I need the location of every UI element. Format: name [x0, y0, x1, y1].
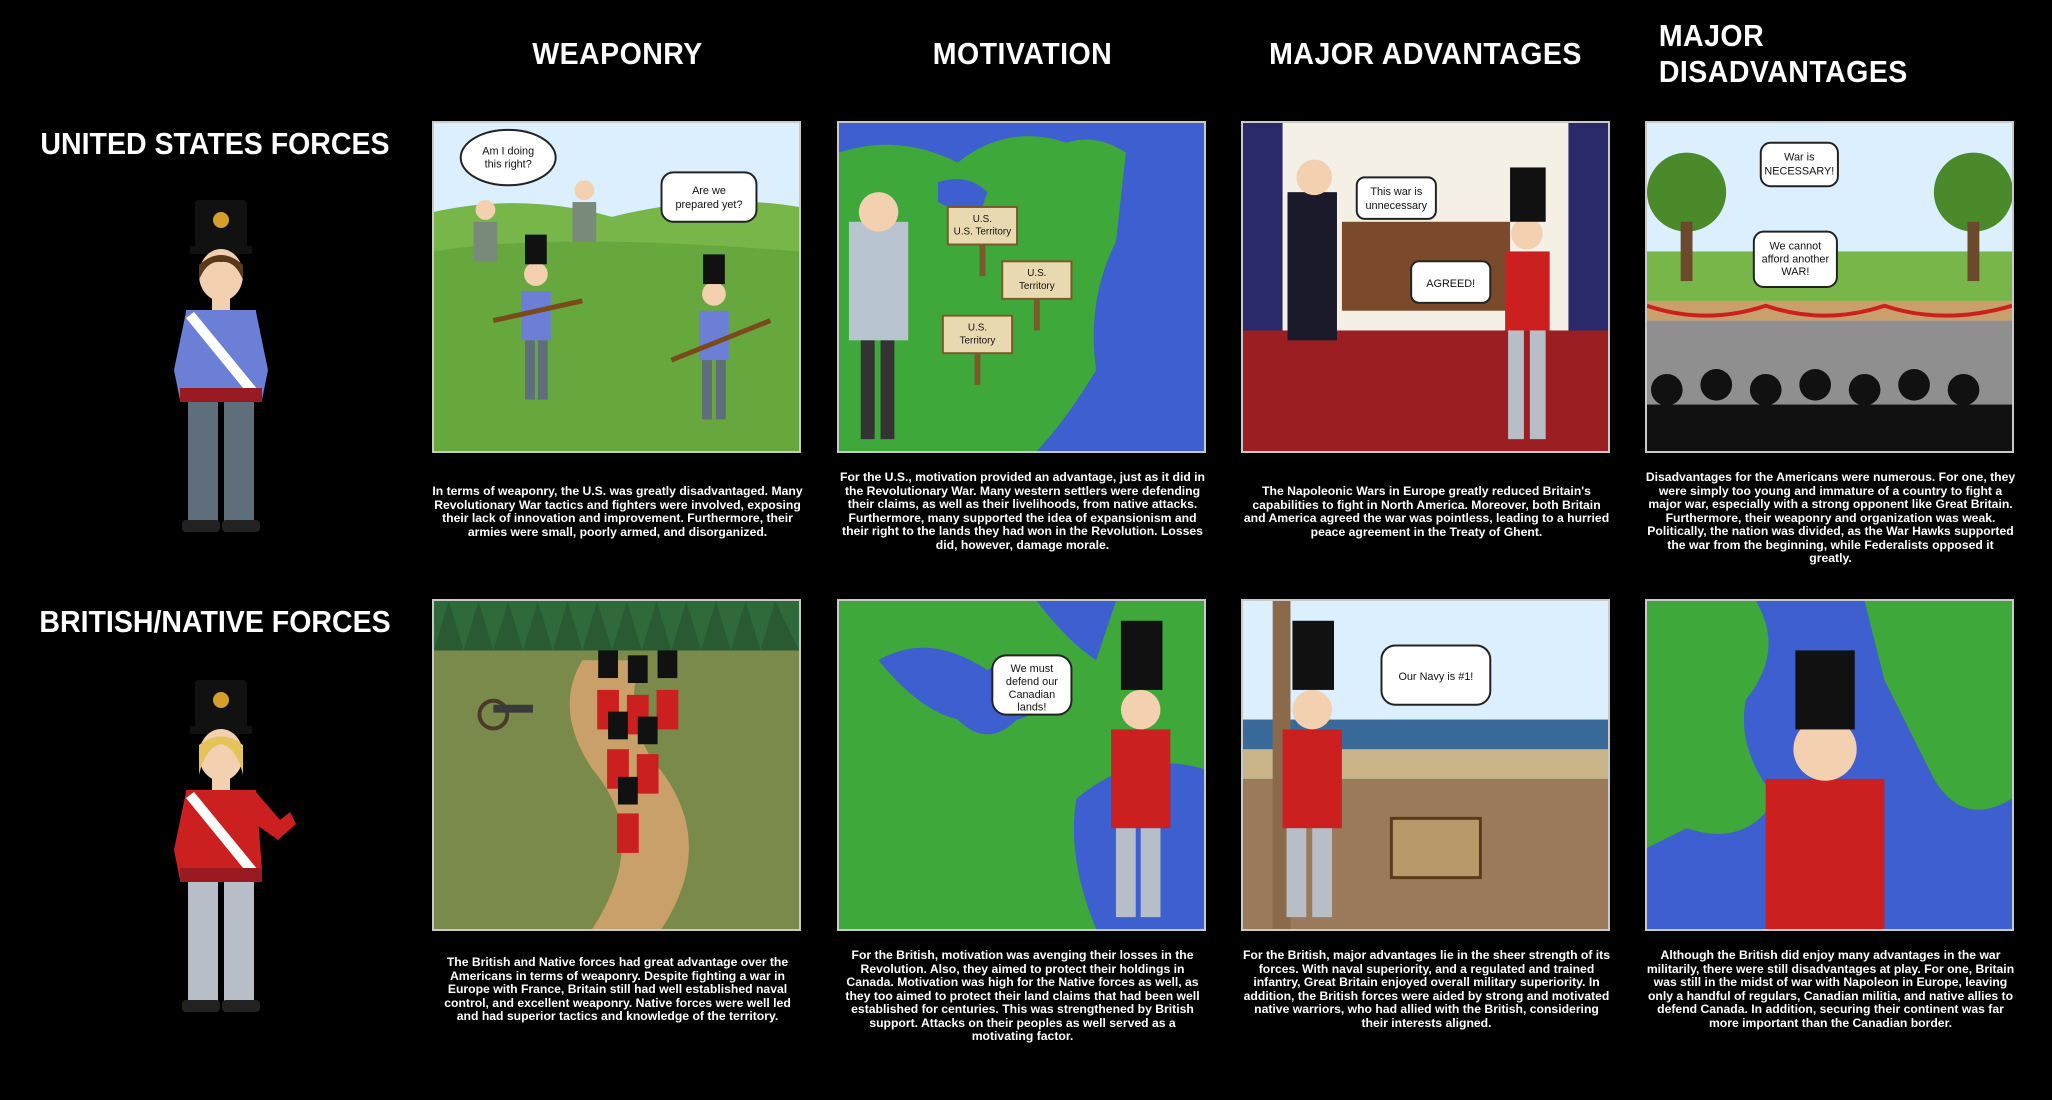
svg-text:War is: War is — [1784, 152, 1815, 164]
column-header-motivation: MOTIVATION — [932, 36, 1113, 71]
svg-text:U.S.: U.S. — [973, 214, 992, 225]
svg-text:prepared yet?: prepared yet? — [675, 199, 742, 211]
description-br-motivation: For the British, motivation was avenging… — [845, 948, 1200, 1043]
panel-br-disadvantages — [1645, 599, 2014, 931]
svg-text:Our Navy is #1!: Our Navy is #1! — [1398, 671, 1473, 683]
description-br-advantages: For the British, major advantages lie in… — [1242, 948, 1611, 1030]
panel-us-advantages: This war is unnecessary AGREED! — [1241, 121, 1610, 453]
description-us-disadvantages: Disadvantages for the Americans were num… — [1645, 470, 2016, 565]
description-us-advantages: The Napoleonic Wars in Europe greatly re… — [1243, 484, 1610, 539]
british-soldier-character — [150, 680, 300, 1030]
description-us-motivation: For the U.S., motivation provided an adv… — [840, 470, 1205, 552]
column-header-advantages: MAJOR ADVANTAGES — [1269, 36, 1582, 71]
svg-text:AGREED!: AGREED! — [1426, 278, 1475, 290]
svg-text:NECESSARY!: NECESSARY! — [1764, 165, 1834, 177]
svg-text:lands!: lands! — [1017, 702, 1046, 714]
column-header-disadvantages: MAJOR DISADVANTAGES — [1658, 18, 1908, 89]
description-br-disadvantages: Although the British did enjoy many adva… — [1646, 948, 2015, 1030]
row-header-us: UNITED STATES FORCES — [40, 126, 390, 161]
column-header-weaponry: WEAPONRY — [532, 36, 703, 71]
svg-text:Canadian: Canadian — [1009, 689, 1056, 701]
description-us-weaponry: In terms of weaponry, the U.S. was great… — [432, 484, 803, 539]
panel-br-advantages: Our Navy is #1! — [1241, 599, 1610, 931]
svg-text:This war is: This war is — [1370, 186, 1422, 198]
svg-text:We must: We must — [1011, 663, 1054, 675]
svg-text:U.S. Territory: U.S. Territory — [954, 227, 1012, 238]
panel-us-weaponry: Am I doing this right? Are we prepared y… — [432, 121, 801, 453]
bubble-text: Am I doing — [482, 146, 534, 158]
svg-text:U.S.: U.S. — [1027, 268, 1046, 279]
svg-text:Territory: Territory — [960, 335, 996, 346]
svg-text:unnecessary: unnecessary — [1366, 200, 1428, 212]
svg-text:WAR!: WAR! — [1781, 266, 1809, 278]
svg-text:defend our: defend our — [1006, 676, 1058, 688]
row-header-british: BRITISH/NATIVE FORCES — [39, 604, 391, 639]
svg-text:We cannot: We cannot — [1769, 240, 1821, 252]
panel-us-motivation: U.S. U.S. Territory U.S. Territory U.S. … — [837, 121, 1206, 453]
svg-text:this right?: this right? — [485, 158, 532, 170]
svg-text:U.S.: U.S. — [968, 322, 987, 333]
panel-br-motivation: We must defend our Canadian lands! — [837, 599, 1206, 931]
svg-text:Territory: Territory — [1019, 281, 1055, 292]
panel-br-weaponry — [432, 599, 801, 931]
svg-text:Are we: Are we — [692, 185, 726, 197]
svg-text:afford another: afford another — [1762, 253, 1830, 265]
description-br-weaponry: The British and Native forces had great … — [444, 955, 791, 1023]
panel-us-disadvantages: War is NECESSARY! We cannot afford anoth… — [1645, 121, 2014, 453]
us-soldier-character — [150, 200, 300, 550]
